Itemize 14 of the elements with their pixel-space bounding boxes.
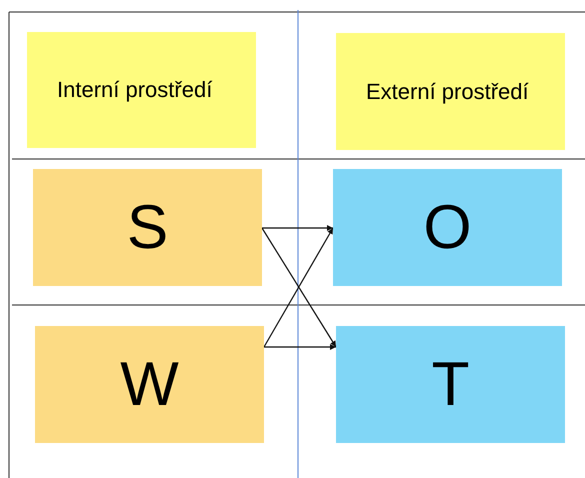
arrow — [262, 225, 333, 231]
header-text: Interní prostředí — [56, 76, 214, 104]
header-box — [336, 33, 565, 150]
quadrant-box — [333, 169, 562, 286]
swot-letter: O — [423, 192, 472, 263]
header-box — [27, 32, 256, 148]
quadrant-box — [336, 326, 565, 443]
swot-letter: W — [120, 349, 179, 420]
arrow — [264, 344, 336, 350]
quadrant-box — [35, 326, 264, 443]
quadrant-box — [33, 169, 262, 286]
header-text: Externí prostředí — [365, 78, 530, 106]
swot-letter: S — [126, 192, 168, 263]
swot-letter: T — [432, 349, 470, 420]
